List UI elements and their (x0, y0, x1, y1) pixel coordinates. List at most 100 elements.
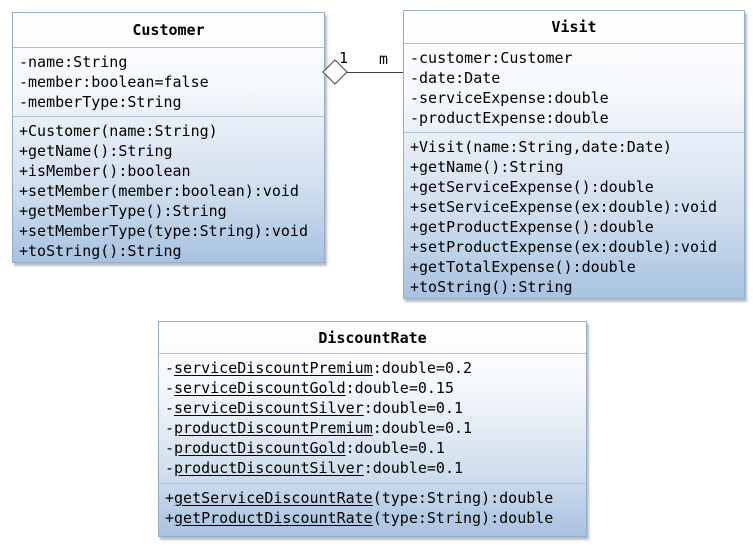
visibility-prefix: + (19, 142, 29, 160)
method-signature: (ex:double):void (572, 198, 718, 216)
method-signature: ():String (491, 278, 573, 296)
visibility-prefix: + (410, 258, 420, 276)
method-signature: ():String (100, 242, 182, 260)
method-name: getServiceDiscountRate (174, 489, 373, 507)
attribute-row: -serviceDiscountGold:double=0.15 (165, 378, 580, 398)
attribute-name: date (419, 69, 456, 87)
method-row: +toString():String (410, 277, 738, 297)
visibility-prefix: + (165, 489, 175, 507)
method-row: +setMemberType(type:String):void (19, 221, 318, 241)
attribute-signature: :double=0.1 (363, 399, 464, 417)
attribute-signature: :double=0.1 (372, 419, 473, 437)
visibility-prefix: - (410, 109, 420, 127)
attribute-row: -serviceDiscountPremium:double=0.2 (165, 358, 580, 378)
method-row: +toString():String (19, 241, 318, 261)
method-name: setProductExpense (419, 238, 573, 256)
association-line (345, 72, 403, 73)
visibility-prefix: - (165, 439, 175, 457)
attribute-name: productDiscountGold (174, 439, 346, 457)
method-name: getName (28, 142, 92, 160)
method-name: setMemberType (28, 222, 146, 240)
attribute-signature: :Date (455, 69, 501, 87)
method-row: +setProductExpense(ex:double):void (410, 237, 738, 257)
attribute-name: productExpense (419, 109, 546, 127)
method-signature: (ex:double):void (572, 238, 718, 256)
visibility-prefix: + (19, 182, 29, 200)
attribute-row: -member:boolean=false (19, 72, 318, 92)
class-title-customer: Customer (132, 21, 205, 39)
method-row: +getProductDiscountRate(type:String):dou… (165, 508, 580, 528)
method-name: toString (28, 242, 101, 260)
method-name: getName (419, 158, 483, 176)
attribute-name: serviceExpense (419, 89, 546, 107)
class-title-visit: Visit (551, 18, 597, 36)
method-signature: (type:String):double (372, 489, 554, 507)
method-signature: (name:String,date:Date) (464, 138, 672, 156)
method-signature: ():double (572, 178, 654, 196)
method-name: setMember (28, 182, 110, 200)
attribute-row: -serviceExpense:double (410, 88, 738, 108)
attribute-signature: :String (64, 53, 128, 71)
methods-section: +Visit(name:String,date:Date)+getName():… (404, 132, 744, 298)
visibility-prefix: - (19, 73, 29, 91)
attribute-row: -date:Date (410, 68, 738, 88)
attribute-row: -serviceDiscountSilver:double=0.1 (165, 398, 580, 418)
visibility-prefix: + (19, 202, 29, 220)
attribute-signature: :String (118, 93, 182, 111)
method-row: +getServiceDiscountRate(type:String):dou… (165, 488, 580, 508)
visibility-prefix: + (410, 198, 420, 216)
class-box-visit: Visit -customer:Customer-date:Date-servi… (403, 10, 745, 299)
method-name: getProductExpense (419, 218, 573, 236)
attribute-row: -productDiscountPremium:double=0.1 (165, 418, 580, 438)
attribute-signature: :Customer (491, 49, 573, 67)
class-box-discountrate: DiscountRate -serviceDiscountPremium:dou… (158, 321, 587, 537)
attribute-name: productDiscountSilver (174, 459, 364, 477)
visibility-prefix: + (165, 509, 175, 527)
method-name: getMemberType (28, 202, 146, 220)
visibility-prefix: + (410, 138, 420, 156)
method-signature: (type:String):void (145, 222, 308, 240)
attribute-row: -productDiscountSilver:double=0.1 (165, 458, 580, 478)
visibility-prefix: - (165, 359, 175, 377)
method-name: Customer (28, 122, 101, 140)
attribute-row: -productDiscountGold:double=0.1 (165, 438, 580, 458)
method-signature: ():String (145, 202, 227, 220)
visibility-prefix: + (19, 222, 29, 240)
method-signature: (member:boolean):void (109, 182, 299, 200)
visibility-prefix: + (410, 158, 420, 176)
visibility-prefix: + (19, 162, 29, 180)
attribute-signature: :double (545, 89, 609, 107)
attribute-signature: :double (545, 109, 609, 127)
method-row: +Visit(name:String,date:Date) (410, 137, 738, 157)
method-row: +setServiceExpense(ex:double):void (410, 197, 738, 217)
attribute-signature: :double=0.1 (363, 459, 464, 477)
attribute-name: serviceDiscountGold (174, 379, 346, 397)
visibility-prefix: - (410, 89, 420, 107)
class-title-discountrate: DiscountRate (318, 328, 427, 347)
visibility-prefix: + (410, 238, 420, 256)
method-row: +getProductExpense():double (410, 217, 738, 237)
visibility-prefix: - (165, 419, 175, 437)
method-signature: ():String (91, 142, 173, 160)
method-signature: ():boolean (100, 162, 191, 180)
visibility-prefix: + (410, 278, 420, 296)
method-name: getTotalExpense (419, 258, 555, 276)
visibility-prefix: - (165, 399, 175, 417)
method-name: Visit (419, 138, 465, 156)
method-signature: ():double (554, 258, 636, 276)
attribute-signature: :double=0.1 (345, 439, 445, 457)
method-signature: ():double (572, 218, 654, 236)
attribute-row: -memberType:String (19, 92, 318, 112)
attribute-row: -productExpense:double (410, 108, 738, 128)
method-name: getServiceExpense (419, 178, 573, 196)
method-row: +isMember():boolean (19, 161, 318, 181)
visibility-prefix: - (410, 69, 420, 87)
attribute-signature: :double=0.2 (372, 359, 473, 377)
visibility-prefix: + (410, 178, 420, 196)
attribute-name: serviceDiscountSilver (174, 399, 364, 417)
method-signature: ():String (482, 158, 564, 176)
attribute-name: customer (419, 49, 492, 67)
method-signature: (type:String):double (372, 509, 554, 527)
method-signature: (name:String) (100, 122, 218, 140)
